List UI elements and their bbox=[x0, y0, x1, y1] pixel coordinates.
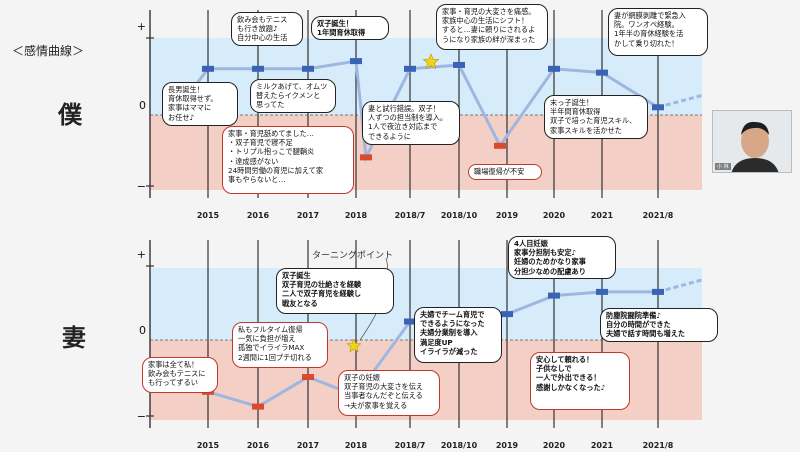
top-data-point bbox=[453, 61, 465, 68]
bottom-data-point bbox=[652, 288, 664, 295]
top-data-point bbox=[404, 65, 416, 72]
top-data-point bbox=[596, 69, 608, 76]
bottom-callout: 4人目妊娠 家事分担制も安定♪ 妊婦のためかなり家事 分担少なめの配慮あり bbox=[508, 236, 616, 279]
top-data-point bbox=[548, 65, 560, 72]
top-callout: 妻と試行錯誤。双子！ 人ずつの担当制を導入。 1人で夜泣き対応まで できるように bbox=[362, 101, 460, 145]
top-x-tick-label: 2021/8 bbox=[643, 211, 674, 220]
top-turning-star-icon bbox=[422, 53, 440, 70]
top-callout: 双子誕生！ 1年間育休取得 bbox=[311, 16, 389, 41]
top-data-point bbox=[350, 58, 362, 65]
bottom-data-point bbox=[252, 403, 264, 410]
bottom-x-tick-label: 2019 bbox=[496, 441, 519, 450]
top-axis-sign-minus: − bbox=[137, 180, 146, 193]
bottom-callout: 夫婦でチーム育児で できるようになった 夫婦分業制を導入 満足度UP イライラが… bbox=[414, 307, 502, 363]
top-data-point bbox=[360, 154, 372, 161]
top-callout: 長男誕生！ 育休取得せず。 家事はママに お任せ♪ bbox=[162, 82, 238, 126]
top-x-tick-label: 2019 bbox=[496, 211, 519, 220]
bottom-callout: 双子の妊娠 双子育児の大変さを伝え 当事者なんだぞと伝える →夫が家事を覚える bbox=[338, 370, 440, 416]
bottom-x-tick-label: 2016 bbox=[247, 441, 270, 450]
top-x-tick-label: 2020 bbox=[543, 211, 566, 220]
top-x-tick-label: 2018/7 bbox=[395, 211, 426, 220]
bottom-callout: 家事は全て私！ 飲み会もテニスに も行ってずるい bbox=[142, 357, 218, 393]
bottom-panel-label: 妻 bbox=[62, 324, 86, 352]
bottom-turning-star-icon bbox=[346, 338, 362, 353]
legend-label: ＜感情曲線＞ bbox=[12, 44, 85, 58]
top-callout: 職場復帰が不安 bbox=[468, 164, 542, 180]
bottom-callout: 私もフルタイム復帰 一気に負担が増え 孤独でイライラMAX 2週間に1回プチ切れ… bbox=[232, 322, 328, 368]
top-x-tick-label: 2017 bbox=[297, 211, 319, 220]
bottom-x-tick-label: 2018/10 bbox=[441, 441, 478, 450]
top-panel-label: 僕 bbox=[58, 101, 82, 129]
bottom-data-point bbox=[596, 288, 608, 295]
bottom-x-tick-label: 2021 bbox=[591, 441, 614, 450]
bottom-callout: 安心して頼れる！ 子供なしで 一人で外出できる！ 感謝しかなくなった♪ bbox=[530, 352, 630, 410]
top-x-tick-label: 2015 bbox=[197, 211, 220, 220]
turning-point-label: ターニングポイント bbox=[312, 249, 393, 261]
top-x-tick-label: 2016 bbox=[247, 211, 270, 220]
bottom-axis-sign-plus: + bbox=[137, 248, 146, 261]
bottom-x-tick-label: 2018 bbox=[345, 441, 368, 450]
top-callout: 飲み会もテニス も行き放題♪ 自分中心の生活 bbox=[231, 12, 303, 46]
webcam-thumbnail: 小 林 bbox=[712, 110, 792, 173]
top-data-point bbox=[302, 65, 314, 72]
top-axis-sign-plus: + bbox=[137, 20, 146, 33]
top-x-tick-label: 2018/10 bbox=[441, 211, 478, 220]
bottom-data-point bbox=[302, 374, 314, 380]
top-axis-sign-zero: 0 bbox=[139, 99, 146, 112]
bottom-axis-sign-minus: − bbox=[137, 410, 146, 423]
bottom-axis-sign-zero: 0 bbox=[139, 324, 146, 337]
top-x-tick-label: 2018 bbox=[345, 211, 368, 220]
bottom-x-tick-label: 2021/8 bbox=[643, 441, 674, 450]
top-data-point bbox=[202, 65, 214, 72]
bottom-data-point bbox=[404, 318, 416, 325]
bottom-x-tick-label: 2018/7 bbox=[395, 441, 426, 450]
bottom-x-tick-label: 2020 bbox=[543, 441, 566, 450]
top-callout: 家事・育児舐めてました… ・双子育児で寝不足 ・トリプル抱っこで腱鞘炎 ・達成感… bbox=[222, 126, 354, 194]
top-data-point bbox=[252, 65, 264, 72]
top-callout: ミルクあげて、オムツ 替えたらイクメンと 思ってた bbox=[250, 79, 336, 113]
top-x-tick-label: 2021 bbox=[591, 211, 614, 220]
webcam-name-tag: 小 林 bbox=[715, 163, 731, 170]
top-data-point bbox=[652, 104, 664, 111]
person-avatar-icon bbox=[713, 111, 791, 172]
bottom-x-tick-label: 2015 bbox=[197, 441, 220, 450]
bottom-x-tick-label: 2017 bbox=[297, 441, 319, 450]
bottom-callout: 防塵院闘院準備♪ 自分の時間ができた 夫婦で話す時間も増えた bbox=[600, 308, 718, 342]
bottom-data-point bbox=[501, 311, 513, 318]
bottom-callout: 双子誕生 双子育児の壮絶さを経験 二人で双子育児を経験し 戦友となる bbox=[276, 268, 394, 314]
bottom-data-point bbox=[548, 292, 560, 299]
top-callout: 妻が網膜剥離で緊急入 院。ワンオペ経験。 1年半の育休経験を活 かして乗り切れた… bbox=[608, 8, 708, 56]
top-data-point bbox=[494, 142, 506, 149]
top-callout: 家事・育児の大変さを痛感。 家族中心の生活にシフト！ すると…妻に頼りにされるよ… bbox=[436, 4, 548, 50]
top-callout: 末っ子誕生！ 半年間育休取得 双子で培った育児スキル、 家事スキルを活かせた bbox=[544, 95, 648, 139]
